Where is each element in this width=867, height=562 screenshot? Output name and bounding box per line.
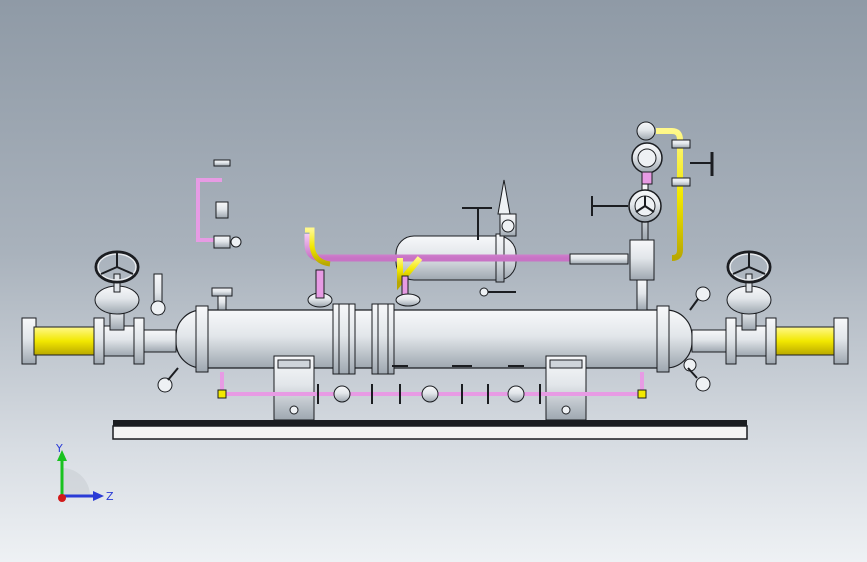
- y-axis-label: Y: [55, 442, 63, 455]
- saddle-support-left: [273, 355, 315, 421]
- inlet-valve-left[interactable]: [94, 250, 140, 331]
- outlet-pipe-right: [691, 317, 849, 365]
- saddle-support-right: [545, 355, 587, 421]
- drain-manifold: [217, 365, 647, 404]
- outlet-valve-right[interactable]: [726, 250, 772, 331]
- orientation-triad[interactable]: Y Z: [40, 430, 120, 510]
- y-axis-arrow: [57, 450, 67, 461]
- instrument-tubing-left: [196, 159, 242, 311]
- main-vessel: [175, 303, 693, 375]
- z-axis-arrow: [93, 491, 104, 501]
- z-axis-label: Z: [106, 490, 114, 503]
- pressure-gauge-icon: [150, 273, 179, 393]
- regulator-body-upper[interactable]: [631, 121, 663, 185]
- handwheel-icon[interactable]: [94, 250, 140, 284]
- filter-vessel: [395, 179, 517, 297]
- pink-process-pipe: [304, 227, 629, 308]
- pressure-gauge-icon: [683, 286, 711, 392]
- base-frame: [112, 420, 748, 440]
- handwheel-icon[interactable]: [726, 250, 772, 284]
- x-axis-dot: [58, 494, 66, 502]
- regulator-assembly: [591, 121, 714, 311]
- inlet-pipe-left: [21, 317, 177, 365]
- regulator-body[interactable]: [591, 189, 662, 223]
